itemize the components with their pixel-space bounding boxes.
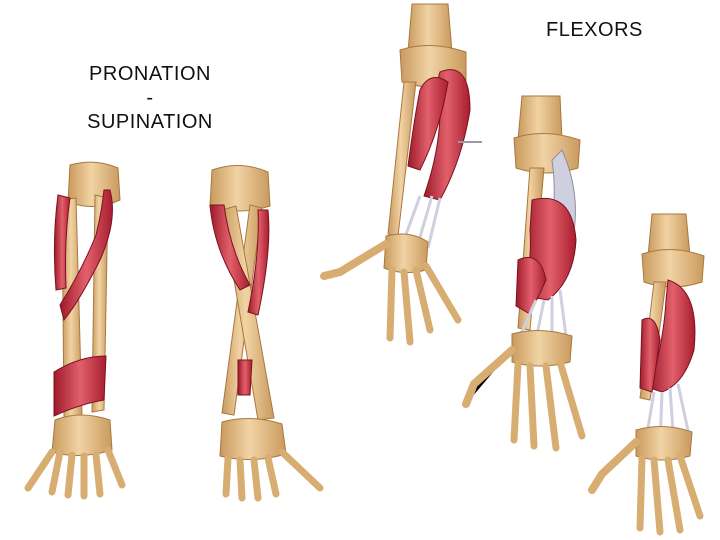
forearm-pronation-supination-right <box>209 165 324 502</box>
forearm-flexors-intermediate <box>462 95 586 452</box>
forearm-flexors-superficial <box>320 3 482 346</box>
pronation-label: PRONATION <box>89 63 211 85</box>
forearm-flexors-deep <box>588 213 705 536</box>
pronation-supination-title: PRONATION - SUPINATION <box>70 62 230 134</box>
forearm-pronation-supination-left <box>24 161 126 500</box>
flexors-title: FLEXORS <box>546 19 643 41</box>
dash-label: - <box>146 87 154 109</box>
supination-label: SUPINATION <box>87 111 213 133</box>
